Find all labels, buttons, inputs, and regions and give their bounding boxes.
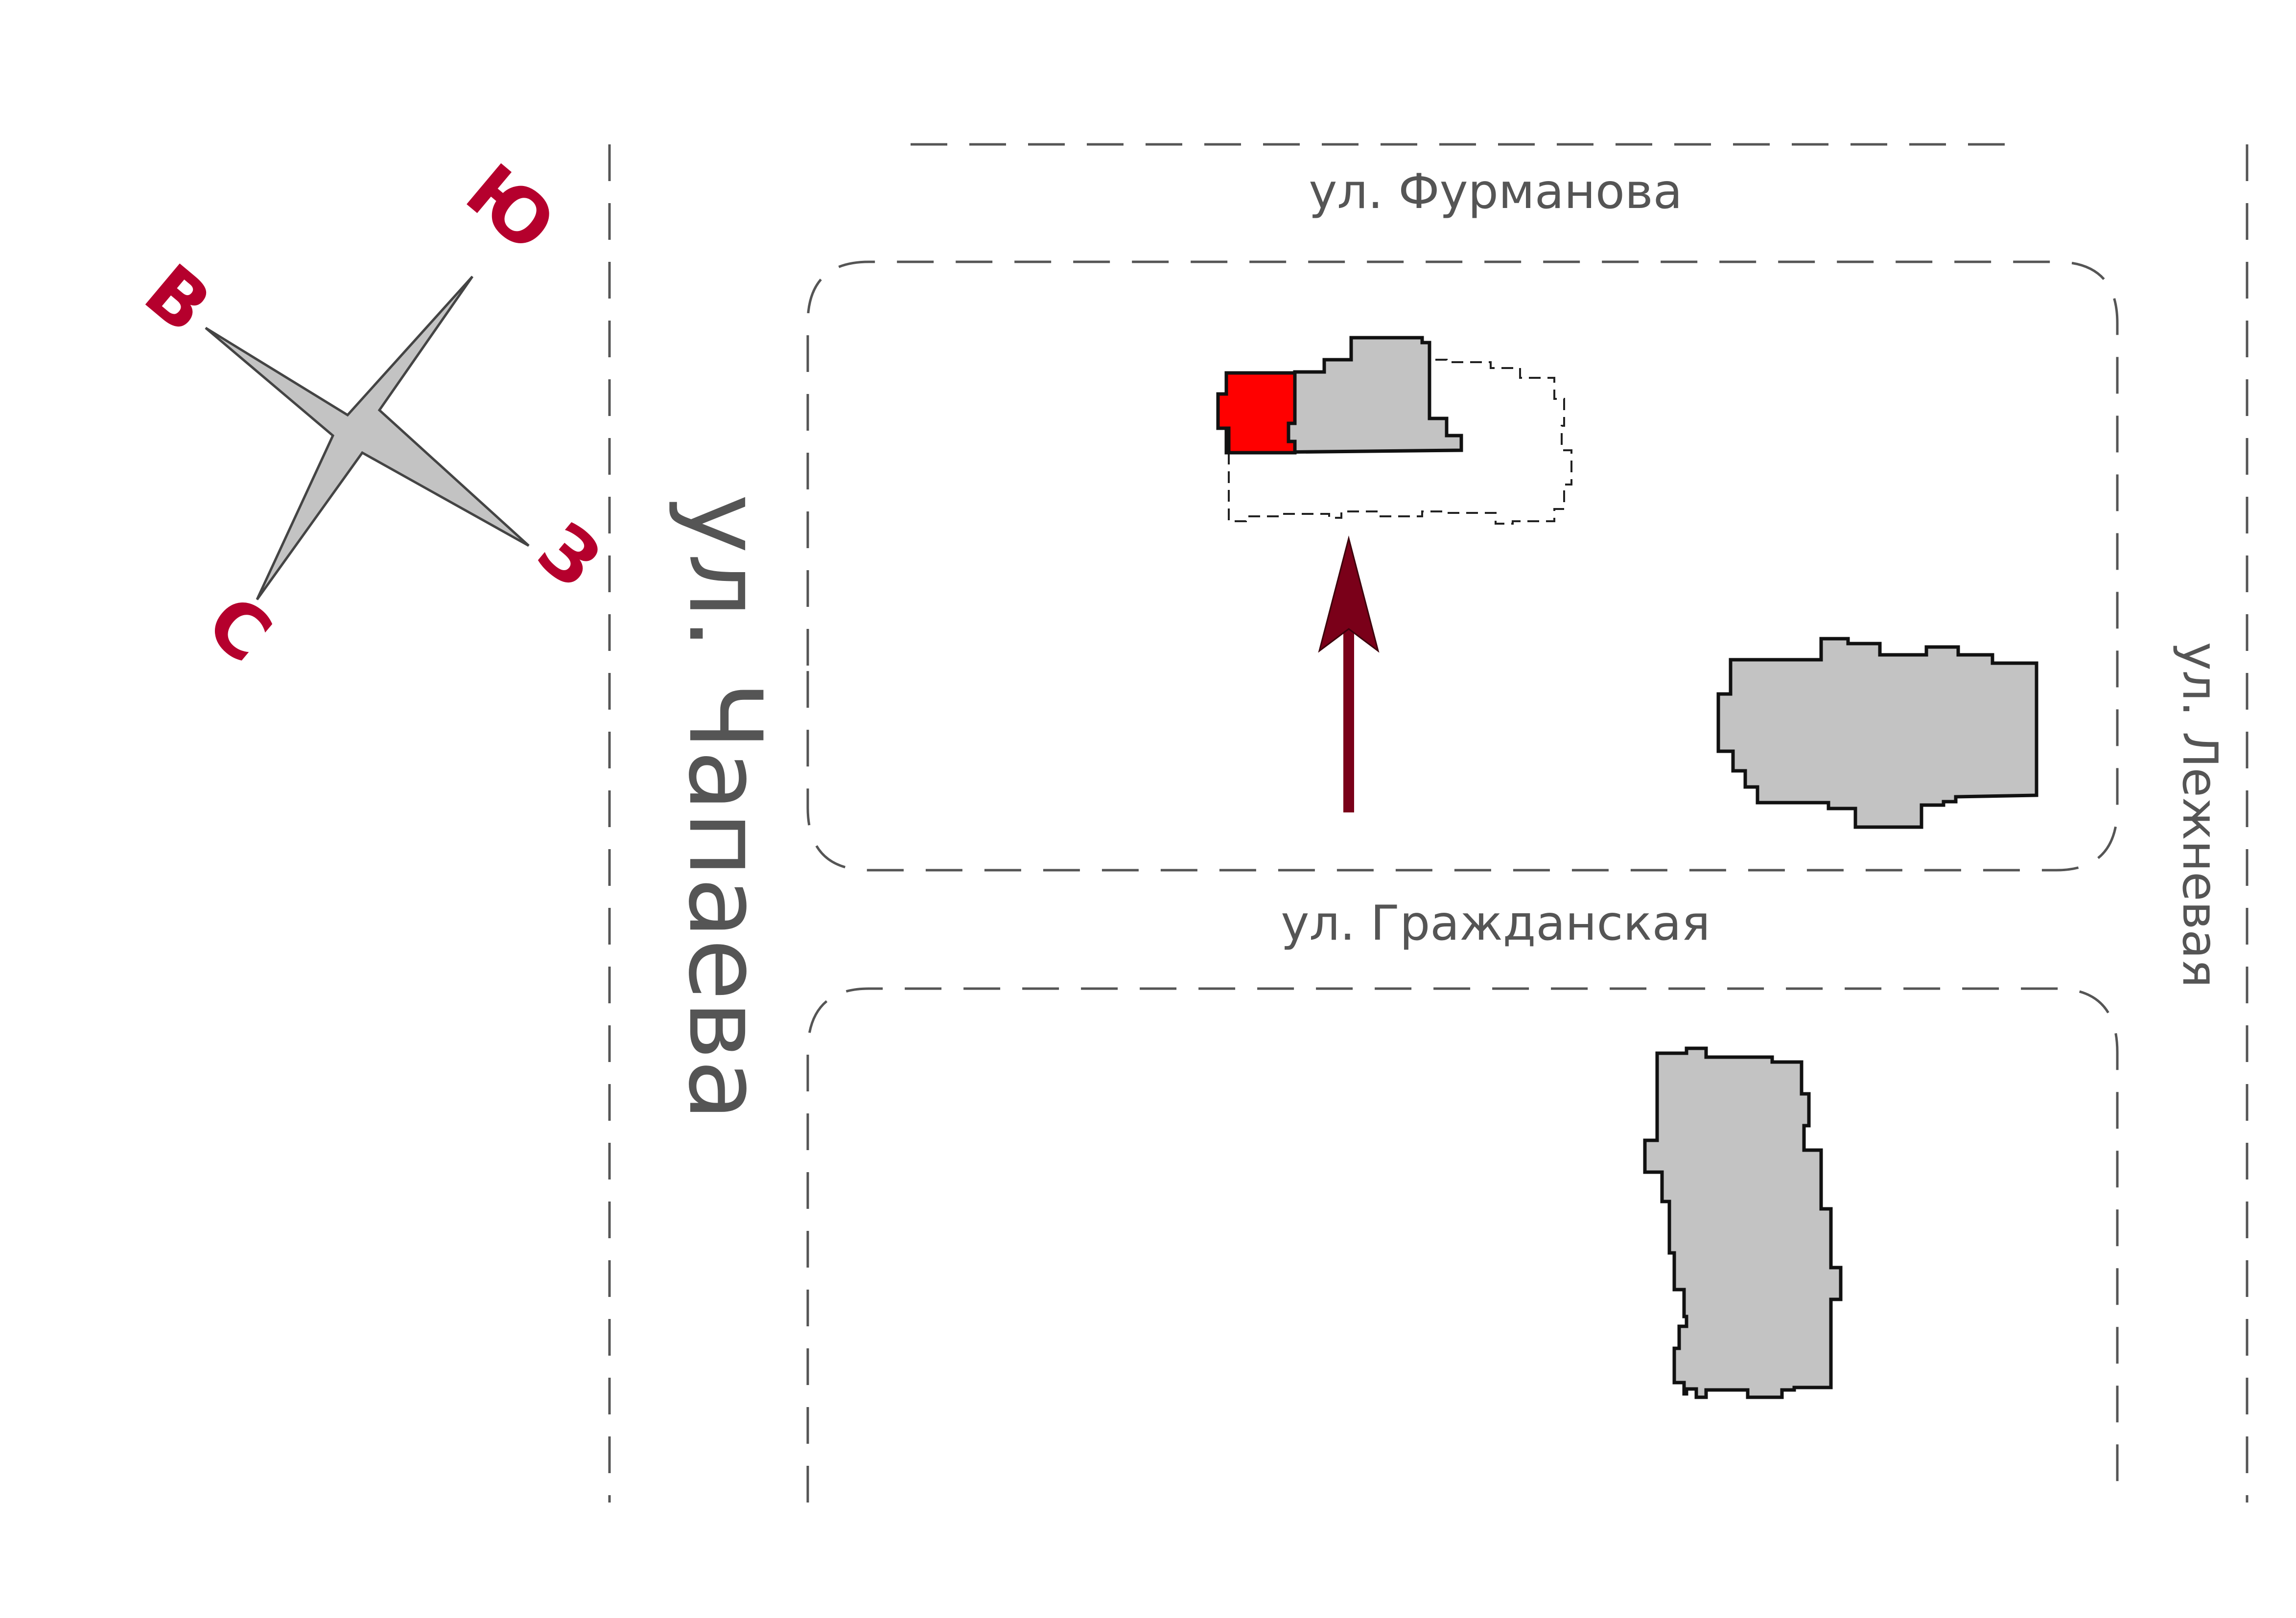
- lower-block-building: [1643, 1046, 1843, 1399]
- upper-block-outline: [806, 260, 2119, 872]
- compass-rose-icon: Ю В З С: [129, 148, 616, 679]
- street-label-chapaeva: ул. Чапаева: [666, 494, 783, 1121]
- building-upper-right: [1716, 637, 2038, 829]
- street-lines: [608, 143, 2249, 1502]
- compass-letter-north: С: [191, 579, 287, 679]
- lower-block-outline: [806, 987, 2119, 1502]
- arrow-up-icon: [1318, 535, 1380, 812]
- compass-letter-south: Ю: [450, 148, 571, 269]
- arrow-head: [1318, 535, 1380, 653]
- street-label-lezhnevaya: ул. Лежневая: [2172, 642, 2227, 988]
- target-building: [1216, 371, 1297, 455]
- compass-star: [205, 276, 530, 601]
- street-label-furmanova: ул. Фурманова: [1309, 164, 1682, 220]
- street-label-grazhdanskaya: ул. Гражданская: [1281, 896, 1710, 951]
- compass-letter-west: З: [522, 507, 616, 605]
